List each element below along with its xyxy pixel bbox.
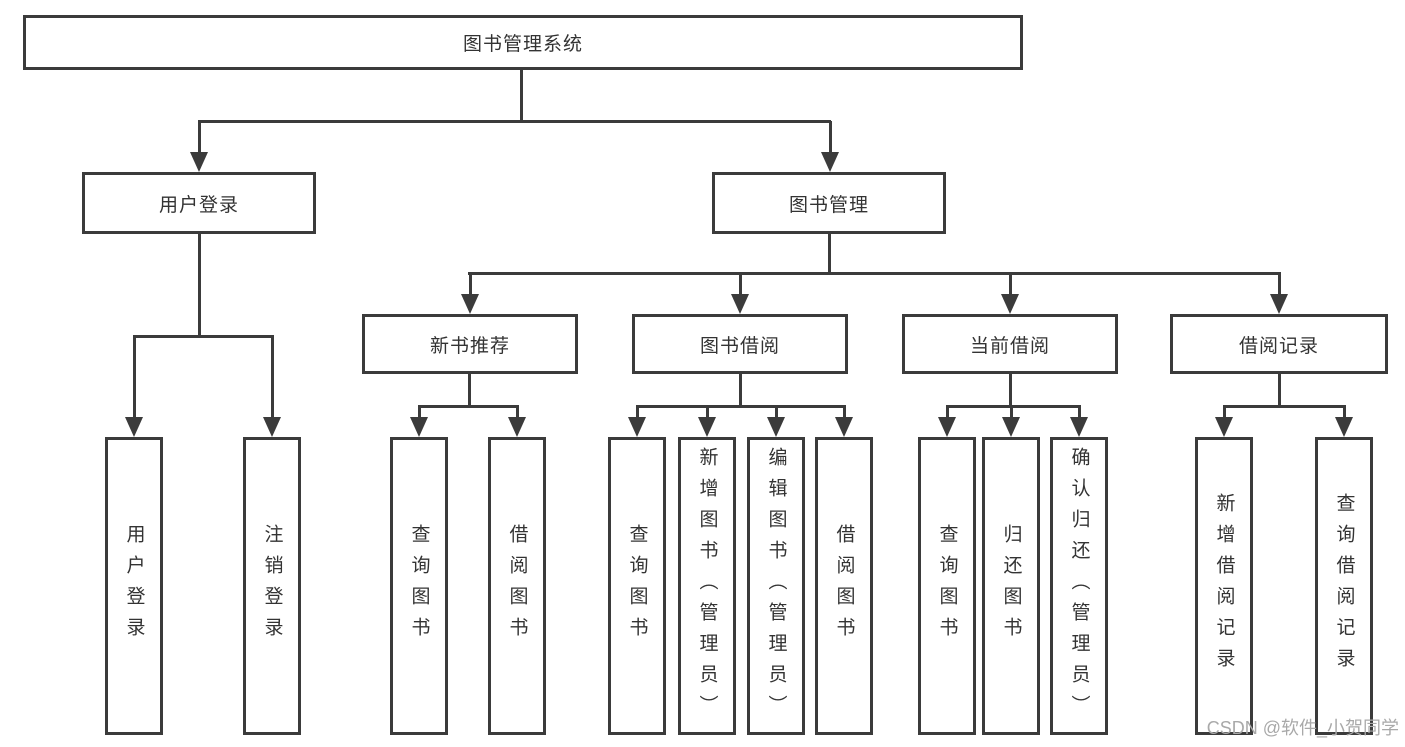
leaf-current-confirm-return-admin-label: 确认归还（管理员） — [1068, 446, 1090, 726]
arrowhead-down-icon — [410, 417, 428, 437]
leaf-new-books-query-label: 查询图书 — [408, 524, 430, 648]
leaf-borrowing-borrow: 借阅图书 — [815, 437, 873, 735]
leaf-user-login-label: 用户登录 — [123, 524, 145, 648]
node-borrowing-records-label: 借阅记录 — [1238, 335, 1319, 357]
node-current-borrowing: 当前借阅 — [902, 314, 1118, 374]
connector-arrow-stem — [739, 273, 742, 296]
node-user-login-label: 用户登录 — [158, 194, 239, 216]
arrowhead-down-icon — [731, 294, 749, 314]
arrowhead-down-icon — [1001, 294, 1019, 314]
node-current-borrowing-label: 当前借阅 — [969, 335, 1050, 357]
leaf-borrowing-edit-admin: 编辑图书（管理员） — [747, 437, 805, 735]
leaf-current-return: 归还图书 — [982, 437, 1040, 735]
leaf-borrowing-edit-admin-label: 编辑图书（管理员） — [765, 446, 787, 726]
node-borrowing-records: 借阅记录 — [1170, 314, 1388, 374]
connector-new-books-stem — [468, 372, 471, 407]
arrowhead-down-icon — [1335, 417, 1353, 437]
leaf-current-confirm-return-admin: 确认归还（管理员） — [1050, 437, 1108, 735]
connector-arrow-stem — [946, 406, 949, 418]
leaf-logout-label: 注销登录 — [261, 524, 283, 648]
arrowhead-down-icon — [508, 417, 526, 437]
node-book-borrowing: 图书借阅 — [632, 314, 848, 374]
connector-new-books-branch — [418, 405, 519, 408]
connector-arrow-stem — [1010, 406, 1013, 418]
leaf-borrowing-add-admin: 新增图书（管理员） — [678, 437, 736, 735]
connector-borrowing-records-branch — [1223, 405, 1346, 408]
leaf-records-add-label: 新增借阅记录 — [1213, 493, 1235, 679]
connector-user-login-stem — [198, 232, 201, 337]
connector-current-borrowing-branch — [946, 405, 1081, 408]
node-book-management: 图书管理 — [712, 172, 946, 234]
leaf-records-query: 查询借阅记录 — [1315, 437, 1373, 735]
node-user-login: 用户登录 — [82, 172, 316, 234]
node-root-label: 图书管理系统 — [462, 34, 583, 55]
leaf-new-books-query: 查询图书 — [390, 437, 448, 735]
arrowhead-down-icon — [835, 417, 853, 437]
leaf-current-return-label: 归还图书 — [1000, 524, 1022, 648]
connector-book-management-stem — [828, 232, 831, 274]
arrowhead-down-icon — [461, 294, 479, 314]
node-root: 图书管理系统 — [23, 15, 1023, 70]
connector-arrow-stem — [843, 406, 846, 418]
leaf-new-books-borrow: 借阅图书 — [488, 437, 546, 735]
leaf-records-query-label: 查询借阅记录 — [1333, 493, 1355, 679]
leaf-user-login: 用户登录 — [105, 437, 163, 735]
leaf-logout: 注销登录 — [243, 437, 301, 735]
connector-arrow-stem — [198, 121, 201, 155]
connector-arrow-stem — [706, 406, 709, 418]
arrowhead-down-icon — [125, 417, 143, 437]
connector-arrow-stem — [271, 336, 274, 418]
arrowhead-down-icon — [1270, 294, 1288, 314]
connector-level3-branch — [468, 272, 1281, 275]
connector-arrow-stem — [1223, 406, 1226, 418]
csdn-watermark: CSDN @软件_小贺同学 — [1206, 718, 1399, 738]
connector-book-borrowing-branch — [636, 405, 846, 408]
arrowhead-down-icon — [698, 417, 716, 437]
node-new-books: 新书推荐 — [362, 314, 578, 374]
arrowhead-down-icon — [1215, 417, 1233, 437]
connector-borrowing-records-stem — [1278, 372, 1281, 407]
connector-arrow-stem — [469, 273, 472, 296]
connector-arrow-stem — [829, 121, 832, 155]
arrowhead-down-icon — [938, 417, 956, 437]
connector-arrow-stem — [1078, 406, 1081, 418]
connector-book-borrowing-stem — [739, 372, 742, 407]
connector-arrow-stem — [516, 406, 519, 418]
connector-arrow-stem — [1009, 273, 1012, 296]
node-book-management-label: 图书管理 — [788, 194, 869, 216]
leaf-borrowing-borrow-label: 借阅图书 — [833, 524, 855, 648]
arrowhead-down-icon — [263, 417, 281, 437]
leaf-borrowing-query: 查询图书 — [608, 437, 666, 735]
arrowhead-down-icon — [1002, 417, 1020, 437]
arrowhead-down-icon — [821, 152, 839, 172]
arrowhead-down-icon — [628, 417, 646, 437]
connector-arrow-stem — [418, 406, 421, 418]
connector-arrow-stem — [775, 406, 778, 418]
connector-level2-branch — [198, 120, 831, 123]
leaf-records-add: 新增借阅记录 — [1195, 437, 1253, 735]
connector-arrow-stem — [1278, 273, 1281, 296]
connector-current-borrowing-stem — [1009, 372, 1012, 407]
node-book-borrowing-label: 图书借阅 — [699, 335, 780, 357]
connector-user-login-branch — [133, 335, 274, 338]
leaf-current-query-label: 查询图书 — [936, 524, 958, 648]
node-new-books-label: 新书推荐 — [429, 335, 510, 357]
connector-arrow-stem — [1343, 406, 1346, 418]
leaf-borrowing-query-label: 查询图书 — [626, 524, 648, 648]
leaf-borrowing-add-admin-label: 新增图书（管理员） — [696, 446, 718, 726]
connector-root-stem — [520, 68, 523, 123]
connector-arrow-stem — [636, 406, 639, 418]
arrowhead-down-icon — [767, 417, 785, 437]
leaf-new-books-borrow-label: 借阅图书 — [506, 524, 528, 648]
leaf-current-query: 查询图书 — [918, 437, 976, 735]
arrowhead-down-icon — [1070, 417, 1088, 437]
connector-arrow-stem — [133, 336, 136, 418]
arrowhead-down-icon — [190, 152, 208, 172]
